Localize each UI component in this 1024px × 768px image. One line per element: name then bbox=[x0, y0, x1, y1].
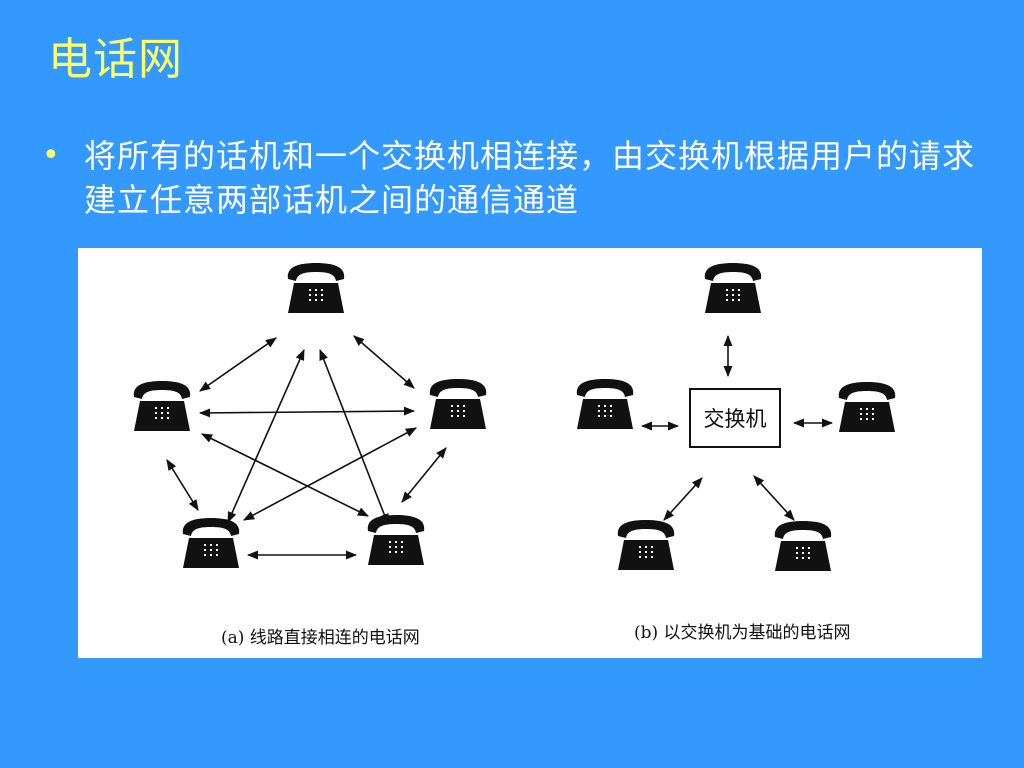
telephone-icon bbox=[617, 520, 675, 570]
link bbox=[227, 348, 305, 524]
bullet-marker: • bbox=[42, 138, 60, 173]
link bbox=[353, 335, 415, 389]
slide-title: 电话网 bbox=[48, 34, 183, 85]
telephone-icon bbox=[367, 515, 425, 565]
link bbox=[243, 427, 417, 521]
link bbox=[199, 337, 277, 392]
link bbox=[401, 447, 447, 503]
telephone-icon bbox=[182, 518, 240, 568]
bullet-list: • 将所有的话机和一个交换机相连接，由交换机根据用户的请求建立任意两部话机之间的… bbox=[42, 134, 982, 222]
telephone-icon bbox=[704, 263, 762, 313]
panel-a-phones bbox=[133, 263, 487, 568]
switch-box: 交换机 bbox=[689, 388, 781, 448]
link bbox=[663, 477, 703, 521]
link bbox=[166, 459, 199, 511]
link bbox=[198, 406, 416, 418]
telephone-icon bbox=[576, 379, 634, 429]
telephone-icon bbox=[774, 521, 832, 571]
bullet-text: 将所有的话机和一个交换机相连接，由交换机根据用户的请求建立任意两部话机之间的通信… bbox=[84, 137, 976, 219]
telephone-icon bbox=[287, 263, 345, 313]
telephone-icon bbox=[838, 382, 896, 432]
panel-a-links bbox=[166, 335, 447, 560]
link bbox=[753, 475, 795, 521]
caption-b: (b) 以交换机为基础的电话网 bbox=[634, 623, 851, 643]
telephone-icon bbox=[429, 379, 487, 429]
link bbox=[200, 433, 370, 517]
panel-b-links bbox=[640, 334, 834, 521]
telephone-icon bbox=[133, 381, 191, 431]
telephone-network-figure: 交换机 (a) 线路直接相连的电话网 (b) 以交换机为基础的电话网 bbox=[78, 248, 982, 658]
switch-label: 交换机 bbox=[703, 407, 767, 431]
network-diagram bbox=[133, 263, 896, 571]
caption-a: (a) 线路直接相连的电话网 bbox=[221, 628, 420, 648]
